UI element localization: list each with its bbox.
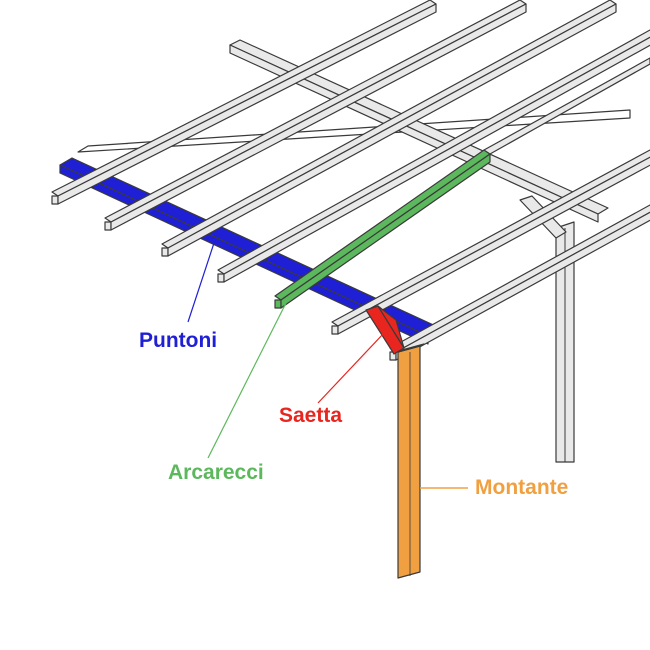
front-structure xyxy=(365,305,425,579)
purlin-4-rest xyxy=(483,57,650,155)
purlin-face-5 xyxy=(337,156,650,335)
purlin-face-6 xyxy=(395,211,650,361)
purlin-end-2 xyxy=(161,247,169,257)
leader-arcarecci xyxy=(207,300,288,459)
purlin-end-5 xyxy=(331,325,339,335)
purlin-end-3 xyxy=(217,273,225,283)
purlin-face-0 xyxy=(57,3,437,205)
leader-lines xyxy=(187,239,468,489)
leader-saetta xyxy=(317,332,385,404)
label-arcarecci: Arcarecci xyxy=(168,461,264,484)
label-saetta: Saetta xyxy=(279,404,343,427)
purlin-face-2 xyxy=(167,3,617,257)
back-structure xyxy=(77,109,631,463)
purlin-end-4 xyxy=(274,299,282,309)
rafters-group xyxy=(59,39,609,345)
label-montante: Montante xyxy=(475,476,569,499)
purlin-5 xyxy=(331,149,650,327)
front-post xyxy=(397,345,421,579)
brace-face xyxy=(377,305,405,349)
label-puntoni: Puntoni xyxy=(139,329,218,352)
purlin-face-4 xyxy=(280,153,491,309)
purlin-0 xyxy=(51,0,437,197)
purlin-1 xyxy=(104,0,527,223)
purlin-face-1 xyxy=(110,3,527,231)
purlin-end-1 xyxy=(104,221,112,231)
purlin-face-3 xyxy=(223,36,650,283)
purlin-3 xyxy=(217,29,650,275)
purlin-end-0 xyxy=(51,195,59,205)
upper-rail xyxy=(77,109,631,153)
purlins-group xyxy=(51,0,650,361)
leader-puntoni xyxy=(187,239,216,323)
